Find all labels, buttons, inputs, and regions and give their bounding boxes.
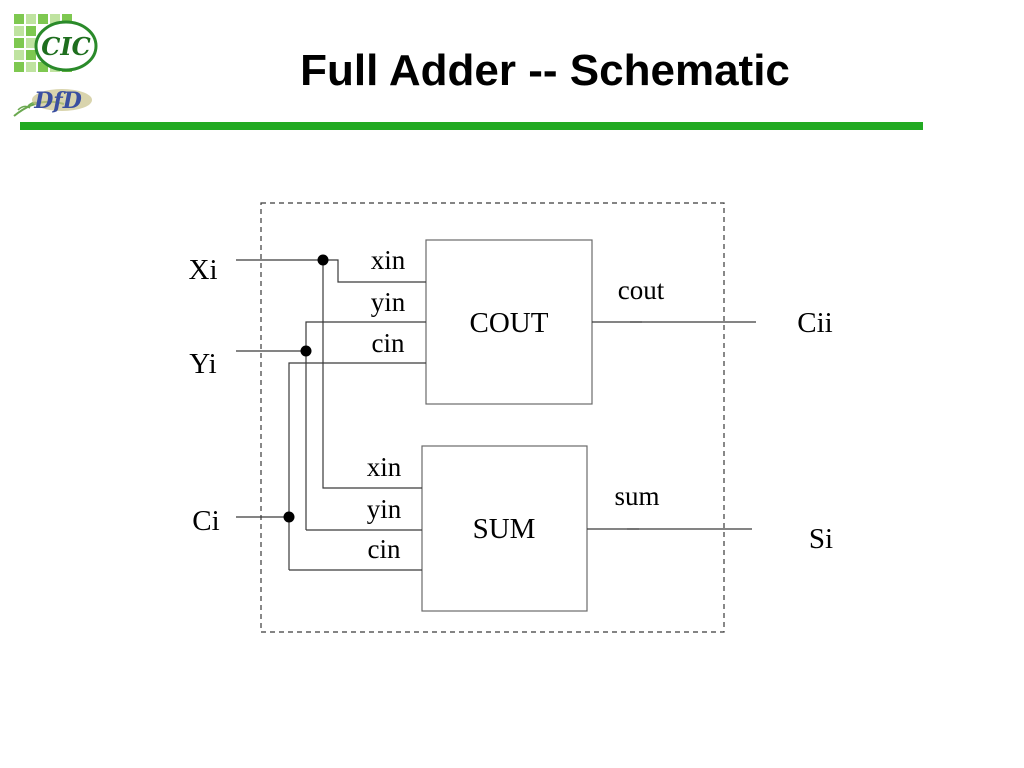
cout-port-cin: cin [372, 328, 405, 358]
cout-output-port-label: cout [618, 275, 665, 305]
logo-cic-text: CIC [41, 32, 90, 61]
yi-junction-dot [300, 345, 312, 357]
output-label-cii: Cii [797, 307, 832, 339]
cout-port-yin: yin [371, 287, 406, 317]
ci-net [236, 362, 426, 571]
input-label-xi: Xi [189, 254, 218, 286]
xi-junction-dot [317, 254, 329, 266]
yi-net [236, 321, 426, 531]
cout-port-xin: xin [371, 245, 406, 275]
sum-port-xin: xin [367, 452, 402, 482]
logo-dfd-text: DfD [33, 88, 82, 114]
cic-logo: CIC DfD [13, 14, 98, 117]
logo-dfd-badge-icon [32, 89, 92, 111]
sum-port-yin: yin [367, 494, 402, 524]
full-adder-boundary [260, 202, 725, 633]
sum-output-port-label: sum [614, 481, 659, 511]
sum-block [421, 445, 588, 612]
cout-block-label: COUT [470, 307, 549, 339]
ci-junction-dot [283, 511, 295, 523]
schematic-diagram: COUT SUM Xi Yi C [189, 202, 833, 633]
title-underline [20, 122, 923, 130]
sum-port-cin: cin [368, 534, 401, 564]
page-title: Full Adder -- Schematic [300, 46, 790, 95]
logo-ring-icon [34, 20, 98, 72]
cout-block [425, 239, 593, 405]
input-label-ci: Ci [192, 505, 219, 537]
input-label-yi: Yi [189, 348, 216, 380]
sum-block-label: SUM [473, 513, 536, 545]
output-label-si: Si [809, 523, 833, 555]
xi-net [236, 254, 426, 489]
